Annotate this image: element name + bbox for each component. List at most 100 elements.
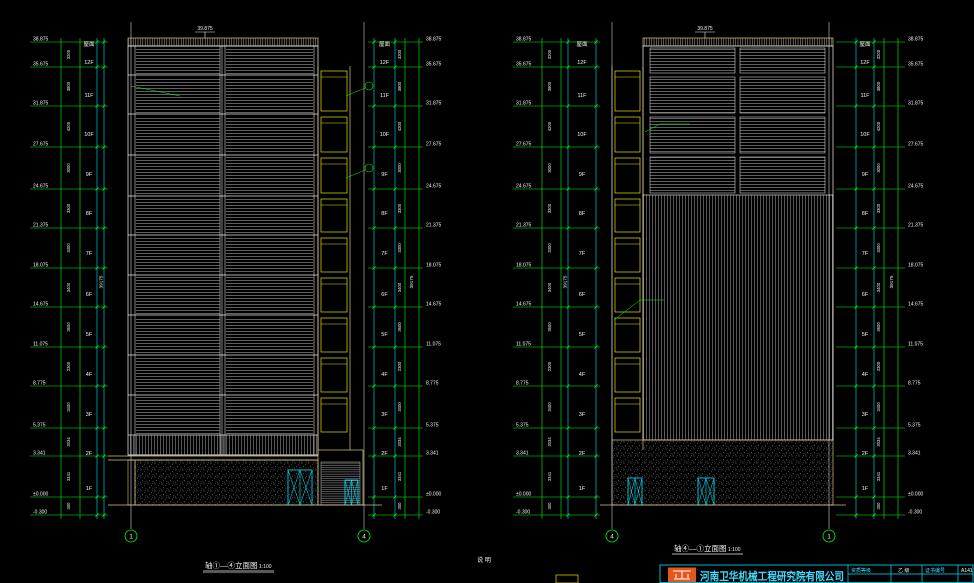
dimension-value: 2034 <box>66 437 71 447</box>
elevation-label: 38.875 <box>516 37 532 43</box>
dimension-tick <box>854 40 858 44</box>
dimension-tick <box>102 145 106 149</box>
axis-bubble <box>357 529 371 543</box>
dimension-value: 4200 <box>876 121 881 131</box>
louver-panel <box>226 198 313 234</box>
louver-panel <box>226 277 313 314</box>
dimension-tick <box>393 305 397 309</box>
stone-base <box>134 459 319 506</box>
dimension-tick <box>594 104 598 108</box>
floor-label: 8F <box>862 211 869 217</box>
dimension-tick <box>566 65 570 69</box>
grid-axis: 4 <box>357 22 371 543</box>
dimension-tick <box>566 345 570 349</box>
dimension-value: 3800 <box>876 81 881 91</box>
elevation-label: ±0.000 <box>426 492 441 498</box>
floor-label: 1F <box>862 486 869 492</box>
dimension-tick <box>854 305 858 309</box>
detail-callout-icon <box>364 163 374 173</box>
elevation-label: 18.075 <box>426 263 442 269</box>
elevation-label: 24.675 <box>426 184 442 190</box>
floor-label: 2F <box>381 451 388 457</box>
dimension-tick <box>95 513 99 517</box>
entrance-door <box>287 469 313 506</box>
louver-panel <box>739 76 826 114</box>
floor-label: 7F <box>86 251 93 257</box>
view-a-left-annotation: 38.87535.67531.87527.67524.67521.37518.0… <box>30 37 108 519</box>
louver-panel <box>649 76 736 114</box>
elevation-label: 3.341 <box>908 451 921 457</box>
door-swing-line <box>697 477 707 506</box>
dimension-value: 300 <box>547 502 552 510</box>
dimension-tick <box>393 104 397 108</box>
dimension-tick <box>95 226 99 230</box>
floor-label: 屋面 <box>859 41 871 48</box>
dimension-tick <box>566 384 570 388</box>
dimension-tick <box>372 426 376 430</box>
louver-panel <box>226 397 313 434</box>
stair-window <box>614 357 641 393</box>
dimension-tick <box>872 226 876 230</box>
elevation-label: 35.675 <box>908 62 924 68</box>
dimension-tick <box>872 384 876 388</box>
dimension-tick <box>95 187 99 191</box>
dimension-value: 2034 <box>547 437 552 447</box>
floor-label: 9F <box>86 172 93 178</box>
floor-label: 7F <box>579 251 586 257</box>
stair-window <box>320 198 348 233</box>
dimension-value: 3300 <box>397 203 402 213</box>
elevation-label: 11.075 <box>516 342 531 348</box>
floor-label: 9F <box>862 172 869 178</box>
dimension-tick <box>95 266 99 270</box>
floor-label: 11F <box>380 93 390 99</box>
grid-axis: 1 <box>124 22 138 543</box>
elevation-label: 5.375 <box>33 423 46 429</box>
dimension-tick <box>594 40 598 44</box>
floor-label: 屋面 <box>576 41 588 48</box>
dimension-tick <box>372 266 376 270</box>
floor-label: 2F <box>579 451 586 457</box>
total-height-dimension: 39175 <box>889 275 894 288</box>
grid-axis: 1 <box>822 22 836 543</box>
dimension-value: 3341 <box>66 471 71 481</box>
top-elevation-label: 39.875 <box>197 26 213 32</box>
dimension-value: 3200 <box>876 49 881 59</box>
dimension-tick <box>95 145 99 149</box>
dimension-tick <box>854 65 858 69</box>
floor-label: 9F <box>579 172 586 178</box>
elevation-label: 18.075 <box>33 263 49 269</box>
floor-label: 12F <box>860 60 870 66</box>
floor-label: 10F <box>860 132 870 138</box>
annotation-leader <box>613 299 641 321</box>
total-height-dimension: 39175 <box>99 275 104 288</box>
floor-label: 12F <box>577 60 587 66</box>
elevation-label: 21.375 <box>33 223 49 229</box>
stair-window <box>320 317 348 353</box>
dimension-tick <box>872 266 876 270</box>
elevation-label: 31.875 <box>426 101 442 107</box>
elevation-label: 5.375 <box>516 423 529 429</box>
louver-panel <box>226 77 313 113</box>
dimension-tick <box>594 454 598 458</box>
floor-label: 6F <box>862 292 869 298</box>
dimension-value: 3300 <box>397 243 402 253</box>
dimension-value: 3000 <box>547 163 552 173</box>
louver-panel <box>649 47 736 74</box>
dimension-tick <box>393 187 397 191</box>
dimension-tick <box>102 454 106 458</box>
floor-label: 10F <box>577 132 587 138</box>
louver-panel <box>136 277 220 314</box>
dimension-value: 3300 <box>66 203 71 213</box>
dimension-value: 3200 <box>397 49 402 59</box>
louver-panel <box>136 357 220 394</box>
stair-window <box>614 397 641 433</box>
dimension-tick <box>372 104 376 108</box>
elevation-label: -0.300 <box>426 510 440 516</box>
dimension-tick <box>372 65 376 69</box>
dimension-value: 3300 <box>876 243 881 253</box>
stair-window <box>320 357 348 393</box>
dimension-tick <box>872 513 876 517</box>
elevation-view-a: 39.875 <box>108 26 382 506</box>
elevation-label: ±0.000 <box>33 492 48 498</box>
